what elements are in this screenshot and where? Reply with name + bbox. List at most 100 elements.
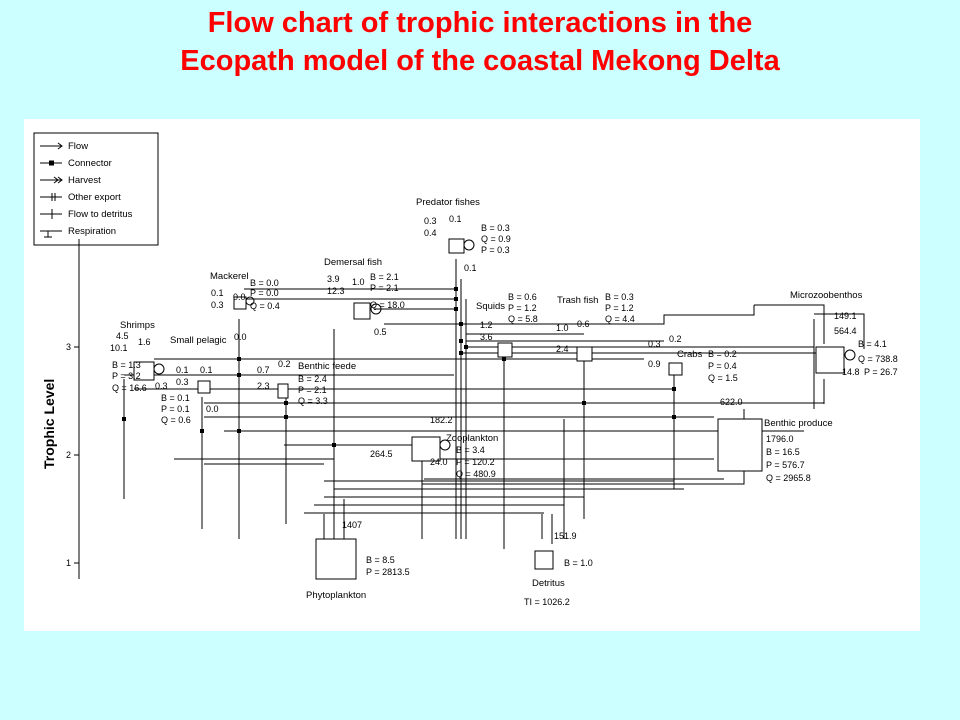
benthic-producers-stat-2: B = 16.5 [766, 447, 800, 457]
legend-harvest: Harvest [68, 175, 101, 186]
microzoo-stat-1: B = 4.1 [858, 339, 887, 349]
slide-title: Flow chart of trophic interactions in th… [0, 4, 960, 80]
zoo-stat-1: B = 3.4 [456, 445, 485, 455]
trash-stat-1: B = 0.3 [605, 292, 634, 302]
predator-below: 0.1 [464, 263, 477, 273]
pelagic-side-2: 0.3 [176, 377, 189, 387]
crabs-top: 0.2 [669, 334, 682, 344]
demersal-stat-2: P = 2.1 [370, 283, 399, 293]
detritus-side: 151.9 [554, 531, 577, 541]
squids-stat-2: P = 1.2 [508, 303, 537, 313]
benthic-feeder-top: 0.2 [278, 359, 291, 369]
pelagic-stat-2: P = 0.1 [161, 404, 190, 414]
detritus-stat-1: B = 1.0 [564, 558, 593, 568]
detritus-stat-2: TI = 1026.2 [524, 597, 570, 607]
pelagic-below: 0.0 [206, 404, 219, 414]
benthic-producers-side: 622.0 [720, 397, 743, 407]
trash-top: 0.6 [577, 319, 590, 329]
pelagic-stat-1: B = 0.1 [161, 393, 190, 403]
predator-side-1: 0.3 [424, 216, 437, 226]
trash-stat-3: Q = 4.4 [605, 314, 635, 324]
shrimps-top: 1.6 [138, 337, 151, 347]
predator-top: 0.1 [449, 214, 462, 224]
squids-stat-3: Q = 5.8 [508, 314, 538, 324]
mackerel-below: 0.0 [234, 332, 247, 342]
pelagic-stat-3: Q = 0.6 [161, 415, 191, 425]
demersal-below: 0.5 [374, 327, 387, 337]
legend: Flow Connector Harvest Other export Flow… [33, 132, 159, 246]
group-name-predator-fishes: Predator fishes [416, 197, 480, 208]
zoo-stat-3: Q = 480.9 [456, 469, 496, 479]
shrimps-side-1: 4.5 [116, 331, 129, 341]
pelagic-side-1: 0.1 [176, 365, 189, 375]
zoo-top: 182.2 [430, 415, 453, 425]
group-name-crabs: Crabs [677, 349, 703, 360]
zoo-side-2: 24.0 [430, 457, 448, 467]
demersal-side-1: 3.9 [327, 274, 340, 284]
flow-chart-panel: Flow Connector Harvest Other export Flow… [24, 119, 920, 631]
group-name-squids: Squids [476, 301, 505, 312]
crabs-stat-3: Q = 1.5 [708, 373, 738, 383]
squids-side-2: 3.6 [480, 332, 493, 342]
axis-tick-2: 2 [66, 450, 71, 460]
group-name-small-pelagic: Small pelagic [170, 335, 227, 346]
squids-stat-1: B = 0.6 [508, 292, 537, 302]
group-name-benthic-producers: Benthic produce [764, 418, 833, 429]
benthic-producers-stat-1: 1796.0 [766, 434, 794, 444]
group-name-detritus: Detritus [532, 578, 565, 589]
shrimps-below: 0.3 [155, 381, 168, 391]
microzoo-side-1: 149.1 [834, 311, 857, 321]
crabs-side-2: 0.9 [648, 359, 661, 369]
microzoo-side-2: 564.4 [834, 326, 857, 336]
group-name-mackerel: Mackerel [210, 271, 249, 282]
trash-side-1: 1.0 [556, 323, 569, 333]
predator-side-2: 0.4 [424, 228, 437, 238]
crabs-stat-1: B = 0.2 [708, 349, 737, 359]
microzoo-stat-2: Q = 738.8 [858, 354, 898, 364]
predator-stat-2: Q = 0.9 [481, 234, 511, 244]
benthic-feeder-stat-1: B = 2.4 [298, 374, 327, 384]
benthic-producers-stat-3: P = 576.7 [766, 460, 805, 470]
self-loops [153, 239, 856, 451]
demersal-stat-3: Q = 18.0 [370, 300, 405, 310]
axis-tick-1: 1 [66, 558, 71, 568]
group-boxes [133, 238, 845, 580]
shrimps-stat-1: B = 1.3 [112, 360, 141, 370]
mackerel-stat-3: Q = 0.4 [250, 301, 280, 311]
group-name-phytoplankton: Phytoplankton [306, 590, 366, 601]
benthic-feeder-side-1: 0.7 [257, 365, 270, 375]
legend-other-export: Other export [68, 192, 121, 203]
mackerel-side-1: 0.1 [211, 288, 224, 298]
pelagic-top: 0.1 [200, 365, 213, 375]
benthic-feeder-stat-3: Q = 3.3 [298, 396, 328, 406]
group-name-benthic-feeders: Benthic feede [298, 361, 356, 372]
crabs-stat-2: P = 0.4 [708, 361, 737, 371]
predator-stat-1: B = 0.3 [481, 223, 510, 233]
legend-flow-to-detritus: Flow to detritus [68, 209, 133, 220]
demersal-top: 1.0 [352, 277, 365, 287]
phyto-stat-1: B = 8.5 [366, 555, 395, 565]
crabs-side-1: 0.3 [648, 339, 661, 349]
shrimps-stat-3: Q = 16.6 [112, 383, 147, 393]
demersal-stat-1: B = 2.1 [370, 272, 399, 282]
mackerel-stat-1: B = 0.0 [250, 278, 279, 288]
predator-stat-3: P = 0.3 [481, 245, 510, 255]
mackerel-side-2: 0.3 [211, 300, 224, 310]
benthic-feeder-stat-2: P = 2.1 [298, 385, 327, 395]
microzoo-below: 14.8 [842, 367, 860, 377]
flow-chart-diagram: Flow Connector Harvest Other export Flow… [33, 132, 898, 607]
trash-stat-2: P = 1.2 [605, 303, 634, 313]
title-line-1: Flow chart of trophic interactions in th… [207, 7, 753, 39]
zoo-stat-2: P = 120.2 [456, 457, 495, 467]
shrimps-side-2: 10.1 [110, 343, 128, 353]
group-name-shrimps: Shrimps [120, 320, 155, 331]
legend-respiration: Respiration [68, 226, 116, 237]
trash-side-2: 2.4 [556, 344, 569, 354]
benthic-producers-stat-4: Q = 2965.8 [766, 473, 811, 483]
microzoo-stat-3: P = 26.7 [864, 367, 898, 377]
demersal-side-2: 12.3 [327, 286, 345, 296]
group-name-zooplankton: Zooplankton [446, 433, 498, 444]
axis-label: Trophic Level [41, 379, 57, 469]
trophic-axis: 3 2 1 Trophic Level [41, 239, 80, 579]
mackerel-top: 0.0 [233, 292, 246, 302]
